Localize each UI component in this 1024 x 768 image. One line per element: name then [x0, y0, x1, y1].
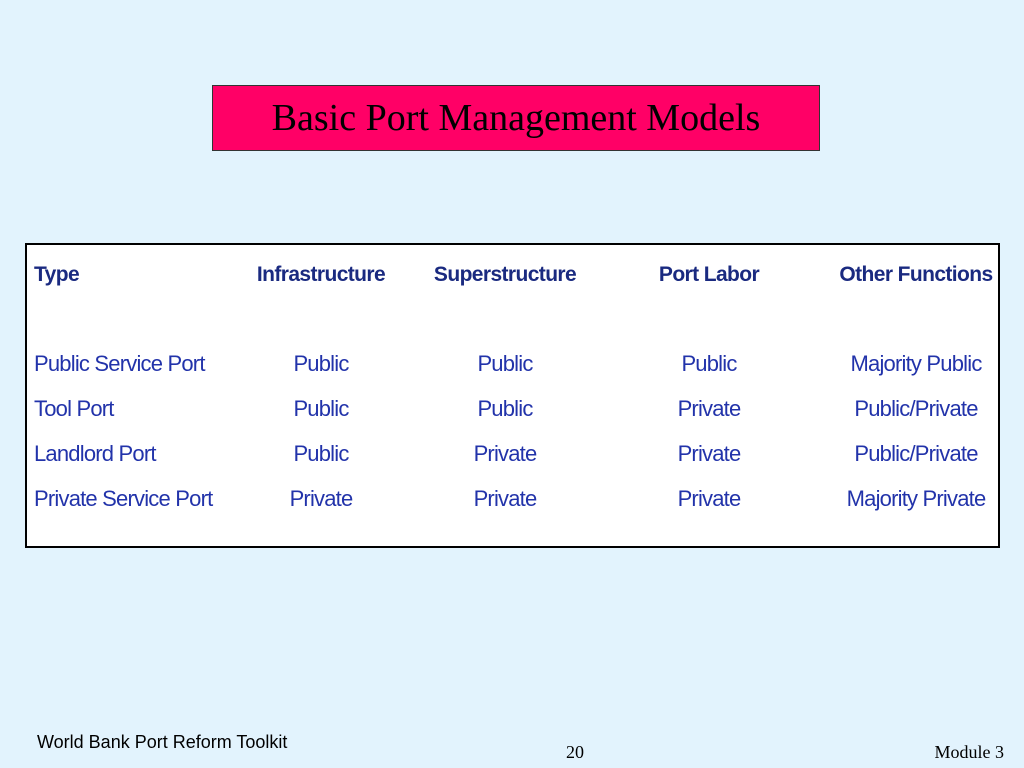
cell-port-labor-row-3: Private	[677, 441, 742, 466]
cell-type-row-2: Tool Port	[34, 396, 114, 421]
footer-module: Module 3	[934, 742, 1005, 762]
cell-port-labor-row-1: Public	[681, 351, 737, 376]
cell-infrastructure-row-2: Public	[293, 396, 349, 421]
cell-superstructure-row-3: Private	[473, 441, 538, 466]
header-superstructure: Superstructure	[433, 263, 577, 286]
cell-other-functions-row-1: Majority Public	[850, 351, 982, 376]
cell-other-functions-row-4: Majority Private	[846, 486, 987, 511]
footer-source: World Bank Port Reform Toolkit	[37, 732, 288, 752]
slide-title-box: Basic Port Management Models	[212, 85, 820, 151]
cell-superstructure-row-2: Public	[477, 396, 533, 421]
port-models-table: Type Public Service Port Tool Port Landl…	[25, 243, 1000, 548]
cell-type-row-1: Public Service Port	[34, 351, 205, 376]
cell-port-labor-row-2: Private	[677, 396, 742, 421]
header-infrastructure: Infrastructure	[256, 263, 386, 286]
cell-other-functions-row-2: Public/Private	[854, 396, 978, 421]
cell-other-functions-row-3: Public/Private	[854, 441, 978, 466]
cell-superstructure-row-4: Private	[473, 486, 538, 511]
slide-title: Basic Port Management Models	[271, 97, 761, 139]
cell-infrastructure-row-3: Public	[293, 441, 349, 466]
cell-superstructure-row-1: Public	[477, 351, 533, 376]
header-port-labor: Port Labor	[658, 263, 760, 286]
cell-type-row-4: Private Service Port	[34, 486, 213, 511]
cell-infrastructure-row-4: Private	[289, 486, 354, 511]
page-number: 20	[566, 742, 584, 762]
cell-port-labor-row-4: Private	[677, 486, 742, 511]
cell-type-row-3: Landlord Port	[34, 441, 156, 466]
header-type: Type	[34, 263, 80, 286]
cell-infrastructure-row-1: Public	[293, 351, 349, 376]
header-other-functions: Other Functions	[839, 263, 993, 286]
